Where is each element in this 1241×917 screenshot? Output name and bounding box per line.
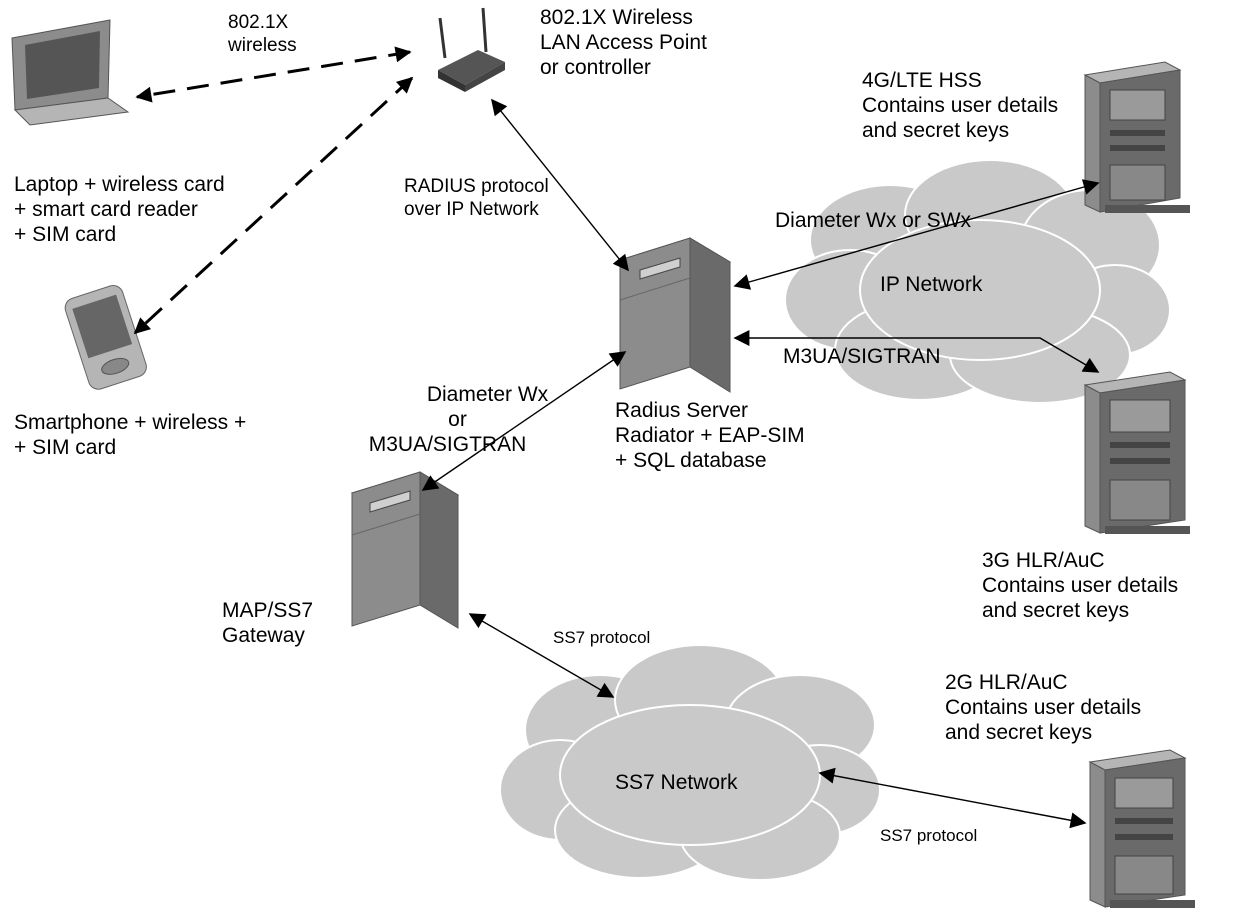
- access-point-label: 802.1X Wireless LAN Access Point or cont…: [540, 6, 707, 80]
- ss7-protocol-top-label: SS7 protocol: [553, 628, 651, 647]
- ss7-network-label: SS7 Network: [615, 771, 738, 794]
- hlr-3g-server-icon: [1083, 371, 1190, 534]
- gateway-server-icon: [350, 471, 460, 629]
- ss7-hlr-2g-link: [818, 767, 1087, 829]
- gateway-label: MAP/SS7 Gateway: [222, 599, 314, 648]
- radius-server-label: Radius Server Radiator + EAP-SIM + SQL d…: [615, 399, 805, 473]
- wireless-link-laptop: [135, 46, 412, 103]
- ss7-network-cloud: [499, 644, 881, 881]
- ss7-protocol-bottom-label: SS7 protocol: [880, 826, 978, 845]
- gateway-radius-link: [421, 351, 627, 491]
- wireless-link-smartphone: [133, 76, 414, 335]
- access-point-icon: [438, 7, 505, 92]
- m3ua-sigtran-label: M3UA/SIGTRAN: [783, 345, 941, 368]
- m3ua-sigtran-link: [733, 330, 1100, 373]
- hlr-2g-server-icon: [1088, 749, 1195, 908]
- laptop-label: Laptop + wireless card + smart card read…: [14, 173, 225, 247]
- ss7-gateway-link: [468, 613, 615, 698]
- smartphone-label: Smartphone + wireless + + SIM card: [14, 411, 247, 460]
- radius-protocol-label: RADIUS protocol over IP Network: [404, 176, 549, 220]
- diameter-or-label: Diameter Wx or M3UA/SIGTRAN: [368, 383, 549, 457]
- hss-server-icon: [1083, 61, 1190, 213]
- wireless-link-label: 802.1X wireless: [228, 12, 297, 56]
- hlr-2g-label: 2G HLR/AuC Contains user details and sec…: [945, 671, 1142, 745]
- laptop-icon: [11, 19, 130, 126]
- hlr-3g-label: 3G HLR/AuC Contains user details and sec…: [982, 549, 1179, 623]
- ip-network-label: IP Network: [880, 273, 983, 296]
- hss-label: 4G/LTE HSS Contains user details and sec…: [862, 69, 1059, 143]
- radius-server-icon: [618, 237, 732, 393]
- smartphone-icon: [64, 285, 147, 390]
- diameter-swx-label: Diameter Wx or SWx: [775, 209, 972, 232]
- diameter-swx-link: [733, 179, 1100, 290]
- radius-link: [491, 98, 629, 272]
